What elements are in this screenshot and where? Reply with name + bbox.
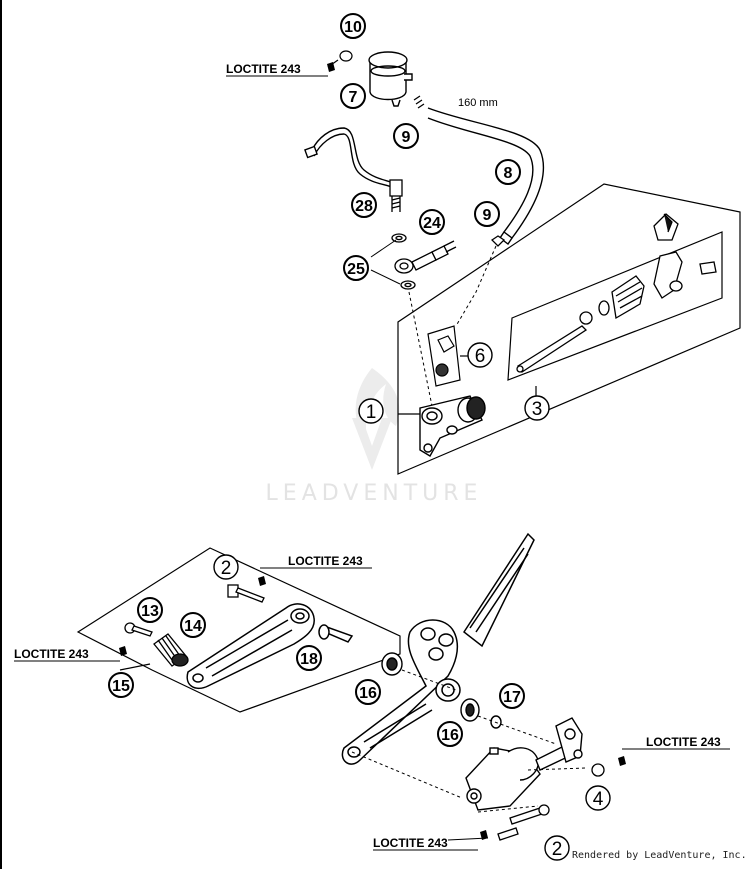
pressure-switch-part	[389, 179, 403, 212]
svg-text:25: 25	[347, 261, 365, 278]
loctite-drop	[327, 62, 335, 72]
master-cylinder-group-box	[397, 183, 741, 475]
hose-length-label: 160 mm	[458, 97, 498, 109]
sensor-wire-part	[304, 127, 397, 189]
bottom-bolt-part	[497, 804, 550, 841]
svg-text:15: 15	[112, 678, 130, 695]
loctite-drop	[480, 830, 488, 840]
svg-text:2: 2	[552, 839, 563, 860]
callout-7: 7	[340, 83, 366, 109]
svg-text:28: 28	[355, 198, 373, 215]
watermark-text: LEADVENTURE	[266, 481, 483, 506]
banjo-fitting-part	[394, 240, 457, 274]
callout-6: 6	[467, 342, 493, 368]
svg-text:16: 16	[441, 727, 459, 744]
lever-group-box	[76, 547, 401, 713]
callout-15: 15	[108, 672, 134, 698]
callout-9-lower: 9	[474, 201, 500, 227]
leadventure-watermark-logo	[352, 368, 400, 470]
svg-text:1: 1	[366, 402, 377, 423]
loctite-label-bottom: LOCTITE 243	[373, 836, 448, 850]
callout-17: 17	[499, 683, 525, 709]
pivot-bolt-part	[227, 584, 265, 603]
foot-lever-part	[341, 532, 535, 765]
loctite-label-top: LOCTITE 243	[226, 62, 301, 76]
screw-part	[124, 622, 153, 637]
svg-text:9: 9	[483, 207, 492, 224]
svg-text:3: 3	[532, 399, 543, 420]
svg-text:4: 4	[593, 789, 604, 810]
reservoir-part	[368, 51, 413, 107]
svg-text:17: 17	[503, 689, 521, 706]
bearing-part-right	[460, 698, 502, 729]
hose-clamp-part-lower	[490, 235, 506, 247]
callout-14: 14	[180, 612, 206, 638]
callout-10: 10	[340, 13, 366, 39]
callout-2-upper: 2	[213, 554, 239, 580]
svg-text:14: 14	[184, 618, 202, 635]
callout-28: 28	[351, 192, 377, 218]
hose-clamp-part	[413, 95, 425, 109]
seal-kit-box	[427, 325, 470, 387]
loctite-labels: LOCTITE 243 LOCTITE 243 LOCTITE 243 LOCT…	[14, 62, 730, 851]
callout-8: 8	[495, 159, 521, 185]
callout-13: 13	[137, 597, 163, 623]
callout-1: 1	[358, 398, 384, 424]
spring-part	[153, 633, 189, 667]
callout-24: 24	[419, 209, 445, 235]
svg-text:6: 6	[475, 346, 486, 367]
leader-lines-bottom	[351, 669, 587, 841]
svg-text:18: 18	[300, 651, 318, 668]
svg-text:8: 8	[504, 165, 513, 182]
callout-16-left: 16	[355, 679, 381, 705]
svg-text:2: 2	[221, 558, 232, 579]
loctite-drop	[258, 576, 266, 586]
loctite-label-mid-right: LOCTITE 243	[288, 554, 363, 568]
piston-kit-part	[516, 213, 717, 373]
hose-part	[427, 107, 545, 246]
leader-lines	[370, 239, 497, 407]
callout-18: 18	[296, 645, 322, 671]
callout-2-lower: 2	[544, 835, 570, 861]
linkage-part	[465, 717, 583, 811]
callout-16-right: 16	[437, 721, 463, 747]
loctite-label-mid-left: LOCTITE 243	[14, 647, 89, 661]
svg-text:7: 7	[349, 89, 358, 106]
nut-part	[591, 763, 605, 777]
callout-3: 3	[524, 395, 550, 421]
svg-text:24: 24	[423, 215, 441, 232]
svg-text:9: 9	[402, 129, 411, 146]
loctite-drop	[618, 756, 626, 766]
callout-4: 4	[585, 785, 611, 811]
render-credit: Rendered by LeadVenture, Inc.	[572, 850, 747, 861]
bearing-part	[381, 652, 403, 676]
callout-25: 25	[343, 255, 369, 281]
loctite-drop	[119, 646, 127, 656]
callout-9-top: 9	[393, 123, 419, 149]
master-cylinder-part	[419, 395, 486, 457]
svg-text:16: 16	[359, 685, 377, 702]
clutch-lever-arm-part	[186, 603, 354, 690]
svg-text:13: 13	[141, 603, 159, 620]
svg-text:10: 10	[344, 19, 362, 36]
loctite-label-right: LOCTITE 243	[646, 735, 721, 749]
